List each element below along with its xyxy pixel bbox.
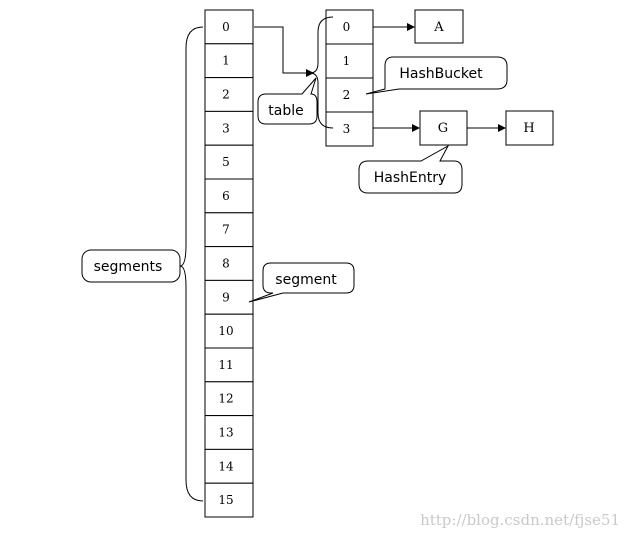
segment-cell: 8 — [204, 246, 254, 281]
segment-cell: 6 — [204, 178, 254, 214]
segment-cell: 11 — [204, 347, 254, 383]
segment-cell: 5 — [204, 144, 254, 180]
node-a: A — [414, 9, 464, 44]
hash-bucket-callout: HashBucket — [365, 56, 508, 95]
hash-entry-callout-label: HashEntry — [374, 170, 447, 186]
segment-index-label: 3 — [222, 121, 230, 135]
segment-index-label: 12 — [218, 392, 233, 406]
table-brace — [309, 16, 334, 129]
segment-index-label: 10 — [218, 324, 233, 338]
segment-cell: 10 — [204, 313, 254, 349]
node-h: H — [505, 110, 554, 146]
watermark-text: http://blog.csdn.net/fjse51 — [420, 511, 620, 529]
table-array: 0 1 2 3 — [325, 9, 374, 147]
segment-cell: 9 — [204, 279, 254, 315]
hash-bucket-callout-label: HashBucket — [399, 66, 483, 82]
segments-callout-label: segments — [94, 259, 163, 275]
segments-callout: segments — [81, 249, 181, 283]
segment-index-label: 6 — [222, 189, 230, 203]
segment-index-label: 8 — [222, 257, 230, 271]
segment-to-table-arrow — [254, 26, 314, 77]
hash-entry-callout: HashEntry — [358, 144, 463, 194]
node-h-label: H — [523, 121, 534, 136]
segment-index-label: 7 — [222, 223, 230, 237]
segment-index-label: 1 — [222, 54, 230, 68]
segment-cell: 0 — [204, 9, 254, 45]
segment-cell: 12 — [204, 381, 254, 417]
bucket-cell: 3 — [325, 111, 374, 147]
bucket-index-label: 3 — [343, 122, 351, 136]
bucket-cell: 1 — [325, 43, 374, 79]
bucket-cell: 0 — [325, 9, 374, 45]
segment-cell: 15 — [204, 482, 254, 518]
segment-cell: 13 — [204, 415, 254, 450]
segment-cell: 2 — [204, 77, 254, 112]
bucket-index-label: 1 — [343, 54, 351, 68]
bucket-index-label: 2 — [343, 88, 351, 102]
segment-callout-label: segment — [275, 272, 337, 288]
node-a-label: A — [433, 20, 444, 35]
segment-index-label: 5 — [222, 155, 230, 169]
node-g: G — [419, 110, 468, 146]
segments-brace — [179, 26, 204, 502]
segment-index-label: 0 — [222, 20, 230, 34]
segment-cell: 1 — [204, 43, 254, 79]
segment-cell: 3 — [204, 110, 254, 146]
table-callout: table — [257, 77, 318, 125]
segment-cell: 7 — [204, 212, 254, 248]
segment-index-label: 2 — [222, 88, 230, 102]
table-callout-label: table — [268, 103, 303, 119]
segment-cell: 14 — [204, 448, 254, 484]
node-g-label: G — [438, 121, 448, 136]
segment-callout: segment — [248, 262, 355, 303]
segment-index-label: 15 — [218, 493, 233, 507]
segment-index-label: 13 — [218, 426, 233, 440]
segment-index-label: 9 — [222, 290, 230, 304]
segment-index-label: 11 — [218, 358, 233, 372]
segment-index-label: 14 — [218, 459, 234, 473]
bucket-index-label: 0 — [343, 20, 351, 34]
bucket-cell: 2 — [325, 77, 374, 113]
